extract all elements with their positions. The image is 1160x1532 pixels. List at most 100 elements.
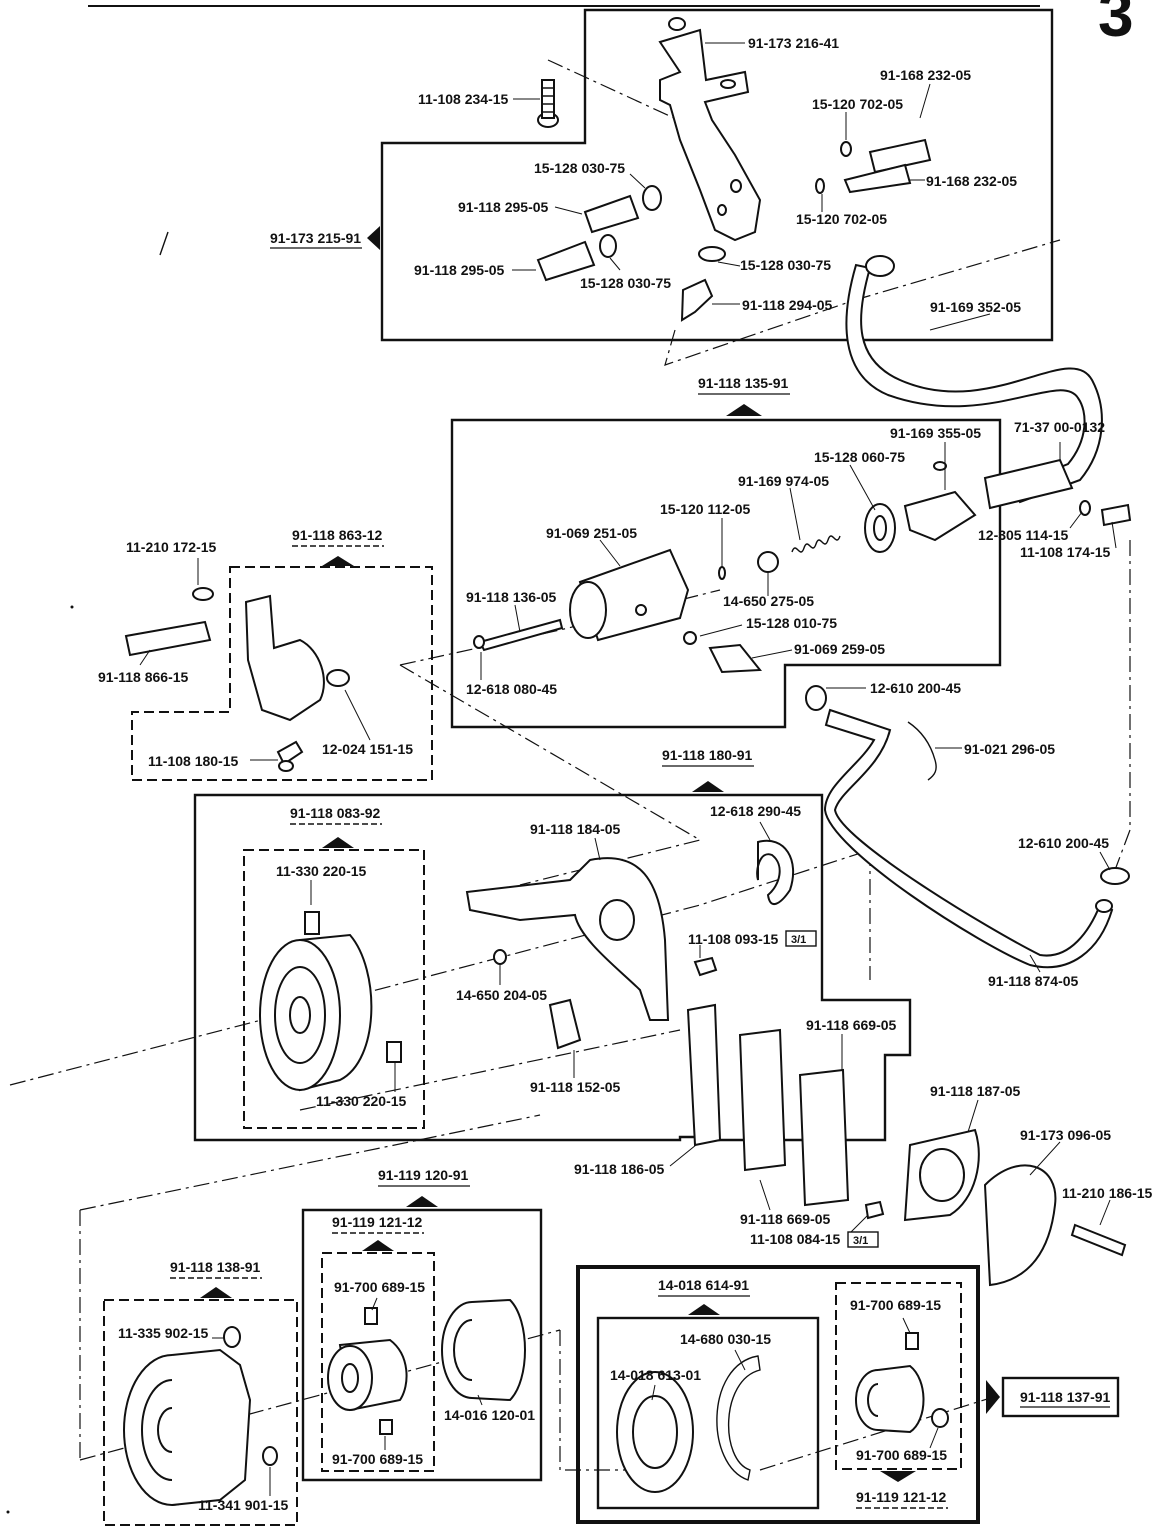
pointer-91-173-215-91 [367,226,380,250]
part-label: 91-169 355-05 [890,425,981,441]
part-label: 91-069 259-05 [794,641,885,657]
part-label: 91-118 184-05 [530,821,621,837]
part-label: 91-118 136-05 [466,589,557,605]
part-label: 91-700 689-15 [850,1297,941,1313]
frame-14-018-614-91-outer [576,1265,980,1524]
part-label: 12-618 080-45 [466,681,557,697]
part-label: 91-118 669-05 [806,1017,897,1033]
qty-tag: 3/1 [785,930,817,947]
pointer-91-118-083-92 [322,837,354,848]
part-label: 15-128 030-75 [740,257,831,273]
part-label: 91-118 295-05 [458,199,549,215]
screw-11-108-234-15 [537,79,559,128]
part-label: 91-118 874-05 [988,973,1079,989]
part-label: 14-680 030-15 [680,1331,771,1347]
part-label: 15-128 010-75 [746,615,837,631]
bent-tube [845,255,1103,504]
part-label: 15-120 112-05 [660,501,751,517]
part-label: 11-108 234-15 [418,91,509,107]
part-label: 14-650 275-05 [723,593,814,609]
part-label: 91-169 974-05 [738,473,829,489]
part-label: 12-618 290-45 [710,803,801,819]
frame-91-118-138-91 [103,1299,298,1526]
lower-hose [805,685,1130,969]
frame-91-118-180-91 [193,793,912,1142]
leader-lines [139,42,1117,1496]
stray-dot [6,1510,10,1514]
clamp-parts [124,587,350,772]
pointer-14-018-614-91 [688,1304,720,1315]
part-label: 91-118 866-15 [98,669,189,685]
pulley-part [259,911,402,1092]
part-label: 14-016 120-01 [444,1407,535,1423]
assembly-91-118-135-91: 91-118 135-91 [698,375,789,391]
part-label: 15-128 030-75 [534,160,625,176]
part-label: 91-173 216-41 [748,35,839,51]
part-label: 91-168 232-05 [926,173,1017,189]
part-label: 11-108 174-15 [1020,544,1111,560]
part-label: 91-700 689-15 [332,1451,423,1467]
frame-91-118-135-91 [450,418,1002,729]
part-label: 91-700 689-15 [334,1279,425,1295]
bracket-part [658,17,762,242]
frame-91-118-083-92 [243,849,425,1129]
assembly-91-119-121-12-a: 91-119 121-12 [332,1214,423,1230]
part-label: 11-330 220-15 [316,1093,407,1109]
part-label: 11-108 093-15 [688,931,779,947]
part-label: 15-120 702-05 [796,211,887,227]
assembly-91-173-215-91: 91-173 215-91 [270,230,361,246]
pointer-91-118-138-91 [200,1287,232,1298]
assembly-91-119-120-91: 91-119 120-91 [378,1167,469,1183]
part-label: 11-210 186-15 [1062,1185,1153,1201]
frame-91-118-863-12 [131,566,433,781]
part-label: 11-341 901-15 [198,1497,289,1513]
part-label: 11-335 902-15 [118,1325,209,1341]
part-label: 12-024 151-15 [322,741,413,757]
part-label: 12-305 114-15 [978,527,1069,543]
part-label: 91-069 251-05 [546,525,637,541]
part-label: 91-021 296-05 [964,741,1055,757]
assembly-91-118-863-12: 91-118 863-12 [292,527,383,543]
part-label: 11-108 084-15 [750,1231,841,1247]
pointer-91-118-135-91 [726,404,762,416]
part-label: 91-118 295-05 [414,262,505,278]
part-label: 91-169 352-05 [930,299,1021,315]
lower-hubs [123,1298,949,1506]
frame-91-119-121-12-b [835,1282,962,1470]
part-label: 14-650 204-05 [456,987,547,1003]
part-label: 91-168 232-05 [880,67,971,83]
assembly-91-118-180-91: 91-118 180-91 [662,747,753,763]
part-label: 91-700 689-15 [856,1447,947,1463]
pointer-91-119-121-12-a [362,1240,394,1251]
part-label: 11-210 172-15 [126,539,217,555]
frame-91-118-137-91 [1001,1376,1120,1418]
assembly-91-119-121-12-b: 91-119 121-12 [856,1489,947,1505]
part-label: 91-173 096-05 [1020,1127,1111,1143]
stray-dot [70,605,74,609]
part-label: 15-128 060-75 [814,449,905,465]
part-label: 11-108 180-15 [148,753,239,769]
part-label: 15-120 702-05 [812,96,903,112]
qty-tag-text: 3/1 [791,934,806,946]
qty-tag-text: 3/1 [853,1235,868,1247]
qty-tag: 3/1 [847,1231,879,1248]
part-label: 12-610 200-45 [870,680,961,696]
frame-91-173-215-91 [380,8,1054,342]
page-corner-mark: 3 [1098,0,1134,50]
assembly-14-018-614-91: 14-018 614-91 [658,1277,749,1293]
valve-parts [473,458,1132,674]
frame-14-018-614-91 [596,1316,820,1510]
part-label: 12-610 200-45 [1018,835,1109,851]
part-label: 91-118 294-05 [742,297,833,313]
part-label: 15-128 030-75 [580,275,671,291]
part-label: 91-118 186-05 [574,1161,665,1177]
nipples-top [536,138,932,322]
stray-mark [159,231,169,256]
pointer-91-119-120-91 [406,1196,438,1207]
part-label: 91-118 152-05 [530,1079,621,1095]
part-label: 91-118 669-05 [740,1211,831,1227]
frame-91-119-120-91 [301,1208,543,1482]
assembly-91-118-083-92: 91-118 083-92 [290,805,381,821]
pointer-91-118-180-91 [692,781,724,792]
